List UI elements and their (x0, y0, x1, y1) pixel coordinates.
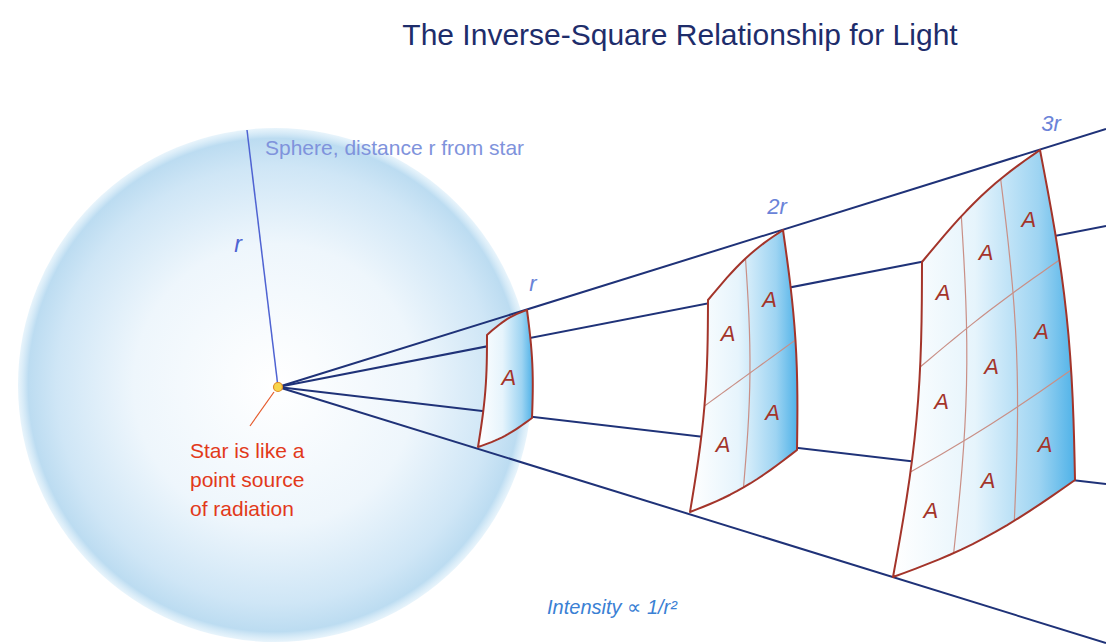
distance-label: r (529, 271, 536, 297)
area-label: A (721, 321, 736, 347)
area-label: A (501, 364, 516, 390)
distance-label: 2r (767, 194, 787, 220)
area-label: A (1022, 207, 1037, 233)
area-label: A (1034, 319, 1049, 345)
patch-fill (478, 310, 533, 447)
area-patch: AAAA (686, 226, 801, 516)
area-label: A (762, 287, 777, 313)
area-label: A (716, 432, 731, 458)
formula-label: Intensity ∝ 1/r² (547, 595, 677, 619)
grid-line (1001, 179, 1018, 521)
patch-shape (889, 146, 1079, 581)
area-label: A (934, 389, 949, 415)
area-label: A (936, 280, 951, 306)
area-label: A (981, 468, 996, 494)
patch-border (690, 230, 797, 512)
patch-fill (690, 230, 797, 512)
sphere-label: r (234, 231, 242, 259)
grid-line (704, 340, 795, 406)
patch-border (893, 150, 1075, 577)
sphere-surface (18, 128, 532, 642)
patch-shape (686, 226, 801, 516)
distance-label: 3r (1041, 111, 1061, 137)
patch-border (478, 310, 533, 447)
grid-line (954, 216, 967, 553)
area-label: A (765, 400, 780, 426)
diagram-title: The Inverse-Square Relationship for Ligh… (402, 17, 957, 53)
sphere-label: Star is like a point source of radiation (190, 437, 318, 524)
area-label: A (1038, 432, 1053, 458)
area-label: A (924, 498, 939, 524)
grid-line (920, 260, 1059, 367)
sphere-label: Sphere, distance r from star (265, 135, 524, 160)
grid-line (910, 370, 1071, 472)
area-label: A (979, 240, 994, 266)
patch-fill (893, 150, 1075, 577)
area-label: A (984, 354, 999, 380)
area-patch: A A A A A A A A A (889, 146, 1079, 581)
area-patch: A (474, 306, 537, 451)
star-dot (274, 383, 283, 392)
